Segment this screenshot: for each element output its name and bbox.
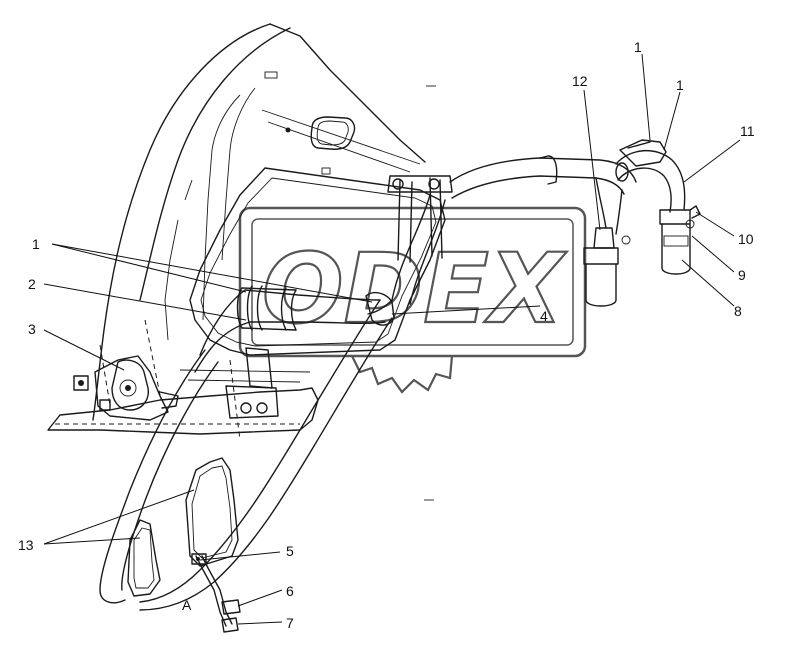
bracket-part-3 xyxy=(73,355,179,421)
label-12: 12 xyxy=(572,73,588,89)
label-7: 7 xyxy=(286,615,294,631)
label-3: 3 xyxy=(28,321,36,337)
label-1-top-b: 1 xyxy=(676,77,684,93)
watermark-gear xyxy=(351,355,454,394)
duct-hose-assembly xyxy=(99,155,637,611)
label-1-top-a: 1 xyxy=(634,39,642,55)
label-8: 8 xyxy=(734,303,742,319)
watermark-frame xyxy=(238,206,587,358)
label-2: 2 xyxy=(28,276,36,292)
mount-plate xyxy=(225,347,279,419)
label-9: 9 xyxy=(738,267,746,283)
label-13: 13 xyxy=(18,537,34,553)
label-11: 11 xyxy=(740,123,755,139)
label-5: 5 xyxy=(286,543,294,559)
label-4: 4 xyxy=(540,308,548,324)
callout-labels: 1 1 12 11 10 9 8 1 2 3 4 13 5 6 7 A xyxy=(18,39,755,631)
leader-lines xyxy=(43,53,741,625)
body-panel xyxy=(47,23,446,441)
label-view-a: A xyxy=(182,597,192,613)
label-1-left: 1 xyxy=(32,236,40,252)
label-10: 10 xyxy=(738,231,754,247)
guard-plate-part-13 xyxy=(127,457,239,597)
label-6: 6 xyxy=(286,583,294,599)
fitting-assembly xyxy=(583,139,701,307)
